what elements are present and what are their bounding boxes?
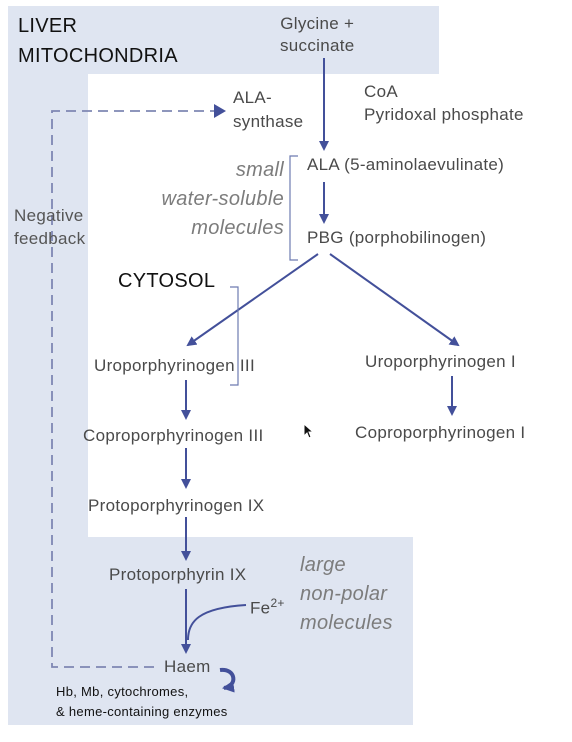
node-haem: Haem [164,657,211,676]
products-line2: & heme-containing enzymes [56,704,228,719]
haem-product-arrow [219,667,236,693]
bracket-cytosol [230,286,239,386]
glycine-line2: succinate [280,36,355,55]
node-protoporphyrin-ix: Protoporphyrin IX [109,565,247,584]
region-label-mitochondria: MITOCHONDRIA [18,45,178,67]
node-uroporphyrinogen-iii: Uroporphyrinogen III [94,356,255,375]
large-line2: non-polar [300,583,388,605]
annotation-large-molecules: large non-polar molecules [300,551,393,638]
node-pbg: PBG (porphobilinogen) [307,228,487,247]
region-label-cytosol: CYTOSOL [118,270,216,292]
node-glycine-succinate: Glycine + succinate [280,13,355,57]
node-protoporphyrinogen-ix: Protoporphyrinogen IX [88,496,265,515]
iron-symbol: Fe [250,598,271,618]
feedback-line1: Negative [14,206,84,225]
annotation-small-molecules: small water-soluble molecules [140,156,284,243]
cofactor-coa: CoA [364,82,398,101]
region-label-liver: LIVER [18,15,78,37]
node-uroporphyrinogen-i: Uroporphyrinogen I [365,352,516,371]
large-line3: molecules [300,612,393,634]
ala-synthase-line1: ALA- [233,88,272,107]
arrow-pbg-to-uro1 [329,253,460,347]
small-line2: water-soluble [161,188,284,210]
node-coproporphyrinogen-i: Coproporphyrinogen I [355,423,526,442]
cofactor-pyridoxal: Pyridoxal phosphate [364,105,524,124]
negative-feedback-line [51,110,214,668]
small-line3: molecules [191,217,284,239]
mitochondria-zone-bottom [8,537,413,725]
small-line1: small [235,159,284,181]
negative-feedback-arrowhead [214,104,226,118]
bracket-small-molecules [289,155,298,261]
large-line1: large [300,554,346,576]
iron-charge: 2+ [270,596,285,610]
arrow-pbg-to-uro3 [186,253,319,347]
node-iron: Fe2+ [250,596,285,619]
glycine-line1: Glycine + [280,14,355,33]
arrow-fe-joining [187,604,247,641]
mouse-pointer-icon [303,423,315,439]
products-line1: Hb, Mb, cytochromes, [56,684,189,699]
node-ala: ALA (5-aminolaevulinate) [307,155,505,174]
ala-synthase-line2: synthase [233,112,304,131]
annotation-negative-feedback: Negative feedback [14,204,85,250]
node-ala-synthase: ALA- synthase [233,86,303,134]
cofactors: CoA Pyridoxal phosphate [364,80,524,126]
node-coproporphyrinogen-iii: Coproporphyrinogen III [83,426,264,445]
feedback-line2: feedback [14,229,86,248]
